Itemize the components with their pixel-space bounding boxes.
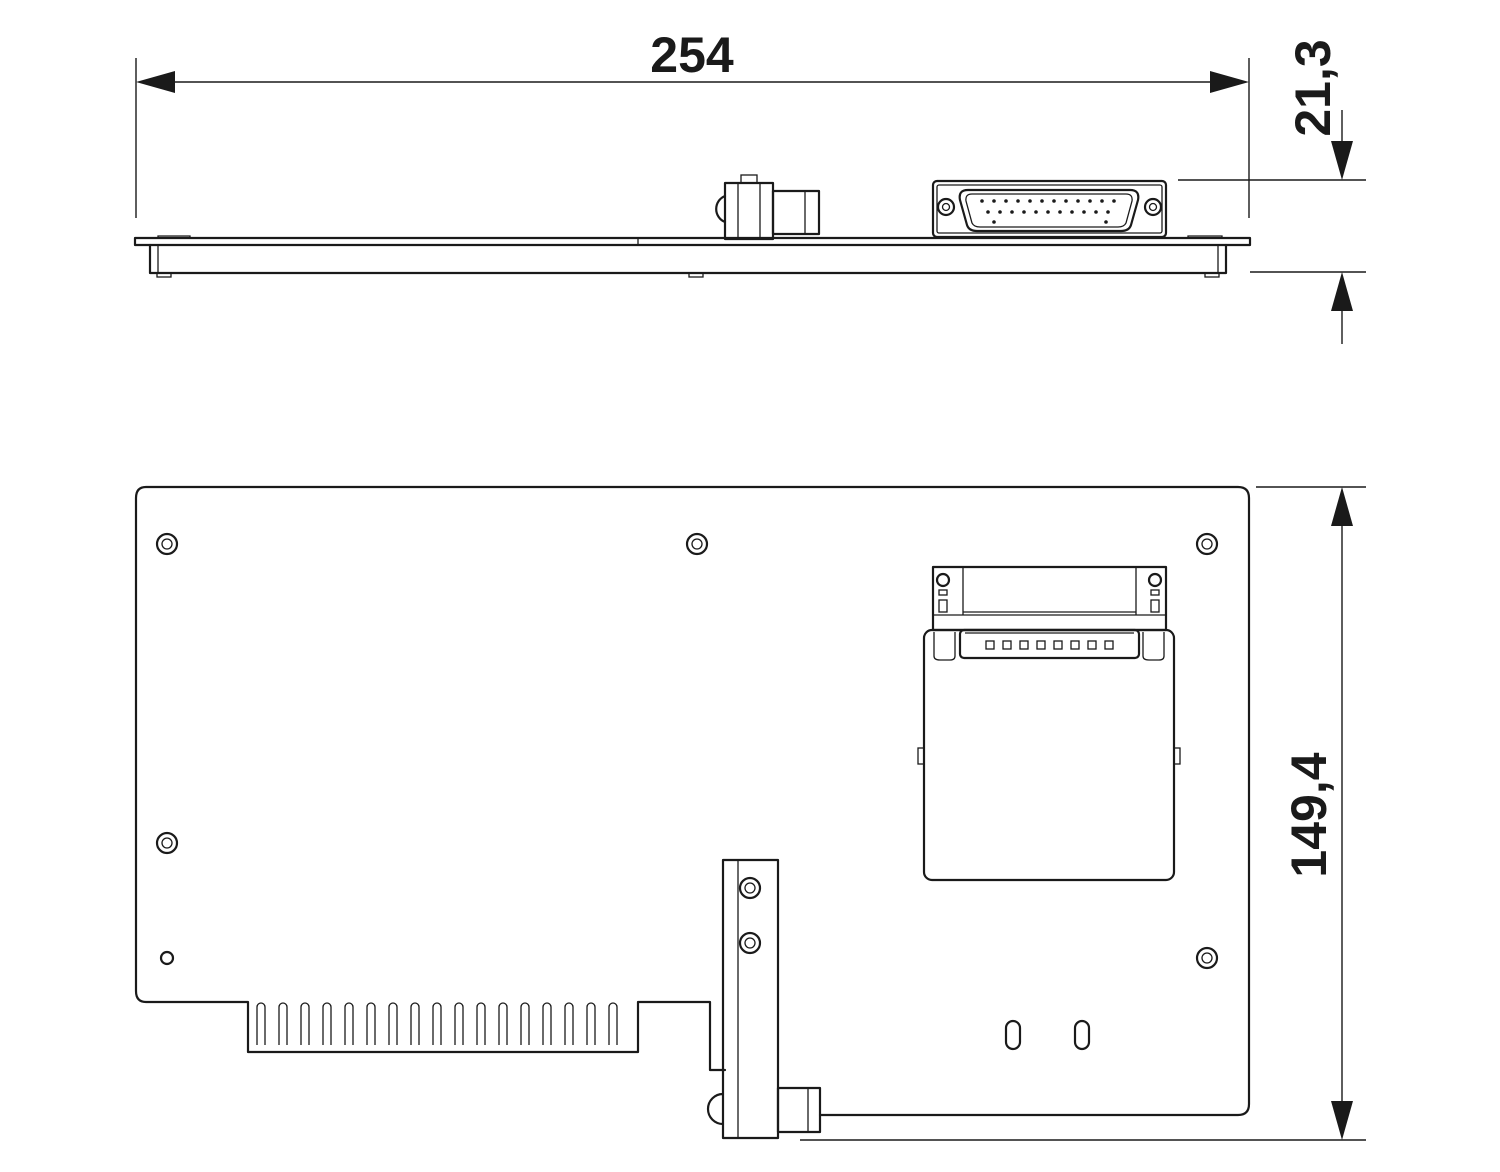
bracket-side bbox=[715, 174, 821, 241]
mounting-hole-icon bbox=[155, 831, 179, 855]
height-dimension-label: 21,3 bbox=[1285, 39, 1341, 136]
edge-connector-fingers bbox=[256, 1002, 618, 1045]
height-dimension: 21,3 bbox=[1178, 39, 1366, 344]
side-view: 254 bbox=[133, 27, 1366, 344]
depth-dimension-label: 149,4 bbox=[1281, 752, 1337, 877]
dsub-connector-top bbox=[917, 565, 1181, 882]
mounting-holes bbox=[155, 532, 1219, 970]
screw-icon bbox=[738, 876, 762, 900]
screw-icon bbox=[738, 931, 762, 955]
dsub-pin-row bbox=[985, 640, 1114, 650]
mounting-hole-icon bbox=[685, 532, 709, 556]
slotted-holes bbox=[1004, 1019, 1091, 1051]
mounting-hole-icon bbox=[1195, 532, 1219, 556]
dsub-connector-side bbox=[931, 179, 1168, 239]
depth-dimension: 149,4 bbox=[800, 486, 1366, 1141]
board-outline bbox=[134, 485, 1251, 1117]
small-hole-icon bbox=[159, 950, 175, 966]
top-view: 149,4 bbox=[134, 485, 1366, 1141]
mounting-hole-icon bbox=[155, 532, 179, 556]
slot-bracket bbox=[706, 858, 822, 1140]
board-side-profile bbox=[133, 235, 1252, 278]
width-dimension: 254 bbox=[135, 27, 1250, 218]
width-dimension-label: 254 bbox=[650, 27, 734, 83]
mounting-hole-icon bbox=[1195, 946, 1219, 970]
dsub-pins bbox=[980, 199, 1116, 224]
